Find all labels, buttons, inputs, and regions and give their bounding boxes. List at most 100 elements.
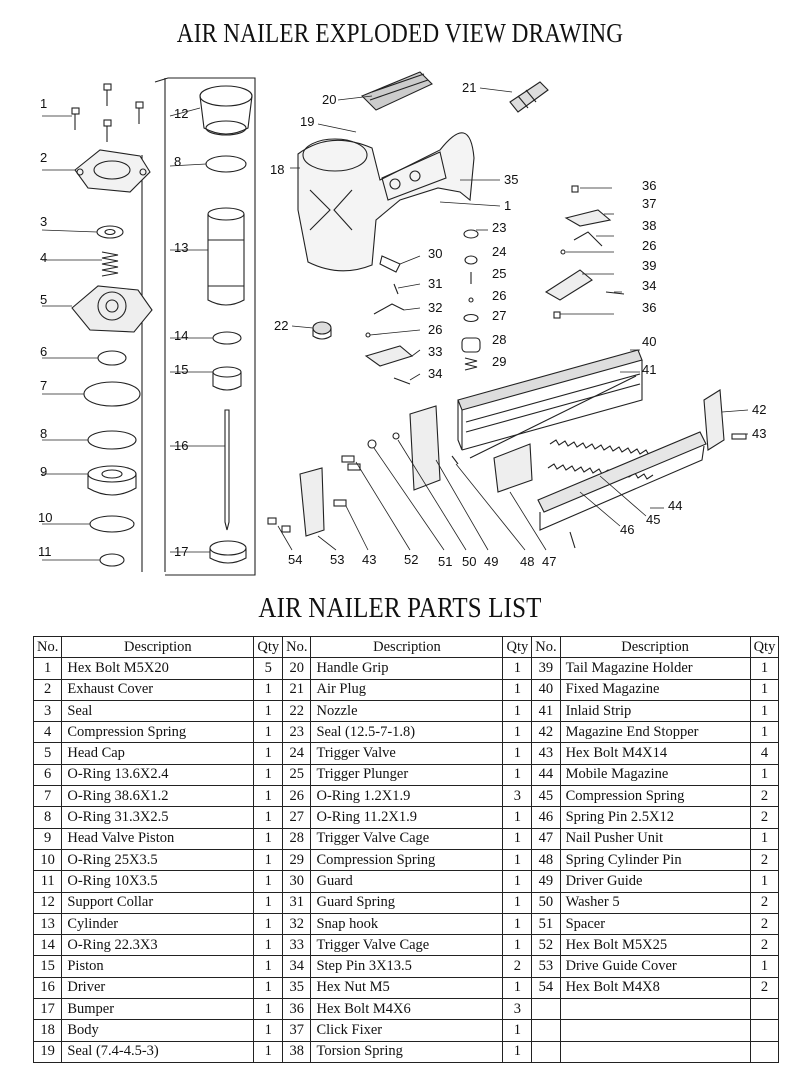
part-qty-cell: 1 <box>253 891 284 914</box>
callout-label: 23 <box>492 220 506 235</box>
part-number-cell: 54 <box>531 976 561 1000</box>
part-qty-cell <box>749 998 780 1021</box>
part-description-cell: Bumper <box>61 998 255 1021</box>
part-description-cell: Torsion Spring <box>310 1040 504 1063</box>
part-description-cell: Hex Bolt M4X8 <box>559 976 751 1000</box>
callout-label: 10 <box>38 510 52 525</box>
part-number-cell: 52 <box>531 934 561 957</box>
callout-label: 34 <box>428 366 442 381</box>
callout-label: 46 <box>620 522 634 537</box>
part-number-cell: 16 <box>32 976 63 1000</box>
part-description-cell: Washer 5 <box>559 891 751 914</box>
nozzle-icon <box>312 321 332 340</box>
part-qty-cell: 1 <box>749 678 780 701</box>
part-qty-cell: 1 <box>502 657 533 680</box>
part-qty-cell: 1 <box>253 1040 284 1063</box>
callout-label: 45 <box>646 512 660 527</box>
part-qty-cell: 1 <box>502 976 533 1000</box>
part-description-cell: Seal (12.5-7-1.8) <box>310 721 504 744</box>
part-description-cell: Spring Cylinder Pin <box>559 848 751 872</box>
part-number-cell: 46 <box>531 806 561 829</box>
part-number-cell: 1 <box>32 657 63 680</box>
drive-guide-cover-icon <box>299 467 325 537</box>
exploded-view-drawing: 1 2 3 4 5 6 7 8 9 10 11 12 8 13 14 15 16… <box>38 71 766 576</box>
part-number-cell: 10 <box>32 848 63 872</box>
seal-icon <box>96 225 124 239</box>
part-description-cell: Hex Bolt M5X20 <box>61 657 255 680</box>
part-qty-cell: 1 <box>749 763 780 787</box>
part-number-cell: 45 <box>531 785 561 808</box>
callout-label: 12 <box>174 106 188 121</box>
part-number-cell: 48 <box>531 848 561 872</box>
part-description-cell: Nail Pusher Unit <box>559 827 751 850</box>
part-number-cell: 31 <box>282 891 312 914</box>
part-qty-cell: 2 <box>749 891 780 914</box>
part-qty-cell: 1 <box>749 827 780 850</box>
callout-label: 34 <box>642 278 656 293</box>
part-qty-cell: 1 <box>253 827 284 850</box>
part-number-cell: 34 <box>282 955 312 978</box>
part-qty-cell: 1 <box>253 998 284 1021</box>
part-number-cell: 32 <box>282 912 312 936</box>
compression-spring-icon <box>549 439 656 456</box>
part-qty-cell: 1 <box>253 934 284 957</box>
part-qty-cell: 2 <box>749 912 780 936</box>
part-qty-cell: 1 <box>502 891 533 914</box>
driver-icon <box>224 409 230 531</box>
part-number-cell: 37 <box>282 1019 312 1042</box>
part-qty-cell: 1 <box>253 912 284 936</box>
callout-label: 51 <box>438 554 452 569</box>
callout-label: 22 <box>274 318 288 333</box>
part-number-cell: 49 <box>531 870 561 893</box>
callout-label: 38 <box>642 218 656 233</box>
spring-cylinder-pin-icon <box>451 455 459 465</box>
part-description-cell: Compression Spring <box>559 785 751 808</box>
part-qty-cell: 1 <box>749 699 780 723</box>
part-description-cell: Exhaust Cover <box>61 678 255 701</box>
part-description-cell: Click Fixer <box>310 1019 504 1042</box>
o-ring-icon <box>365 332 371 338</box>
part-description-cell: Inlaid Strip <box>559 699 751 723</box>
head-valve-piston-icon <box>87 465 137 496</box>
callout-label: 14 <box>174 328 188 343</box>
parts-list-table: No. Description Qty No. Description Qty … <box>32 635 780 1063</box>
part-description-cell: Seal <box>61 699 255 723</box>
part-qty-cell: 4 <box>749 742 780 765</box>
part-number-cell: 40 <box>531 678 561 701</box>
callout-label: 1 <box>504 198 511 213</box>
callout-label: 49 <box>484 554 498 569</box>
fixed-magazine-icon <box>457 349 643 451</box>
callout-label: 29 <box>492 354 506 369</box>
compression-spring-icon <box>464 357 478 371</box>
part-number-cell: 15 <box>32 955 63 978</box>
part-description-cell: Trigger Valve Cage <box>310 827 504 850</box>
o-ring-icon <box>83 381 141 407</box>
part-qty-cell <box>749 1019 780 1042</box>
part-description-cell: O-Ring 25X3.5 <box>61 848 255 872</box>
part-description-cell <box>559 1040 751 1063</box>
header-qty: Qty <box>502 635 533 659</box>
part-description-cell: Trigger Plunger <box>310 763 504 787</box>
callout-label: 2 <box>40 150 47 165</box>
part-number-cell: 19 <box>32 1040 63 1063</box>
part-qty-cell: 1 <box>253 678 284 701</box>
callout-label: 24 <box>492 244 506 259</box>
part-qty-cell: 1 <box>253 721 284 744</box>
o-ring-icon <box>99 553 125 567</box>
part-qty-cell: 2 <box>502 955 533 978</box>
part-description-cell: Snap hook <box>310 912 504 936</box>
callout-label: 7 <box>40 378 47 393</box>
part-description-cell: Hex Bolt M4X6 <box>310 998 504 1021</box>
part-number-cell: 43 <box>531 742 561 765</box>
callout-label: 36 <box>642 300 656 315</box>
header-no: No. <box>282 635 312 659</box>
header-description: Description <box>559 635 751 659</box>
part-qty-cell: 1 <box>253 742 284 765</box>
callout-label: 8 <box>40 426 47 441</box>
part-description-cell: Trigger Valve <box>310 742 504 765</box>
